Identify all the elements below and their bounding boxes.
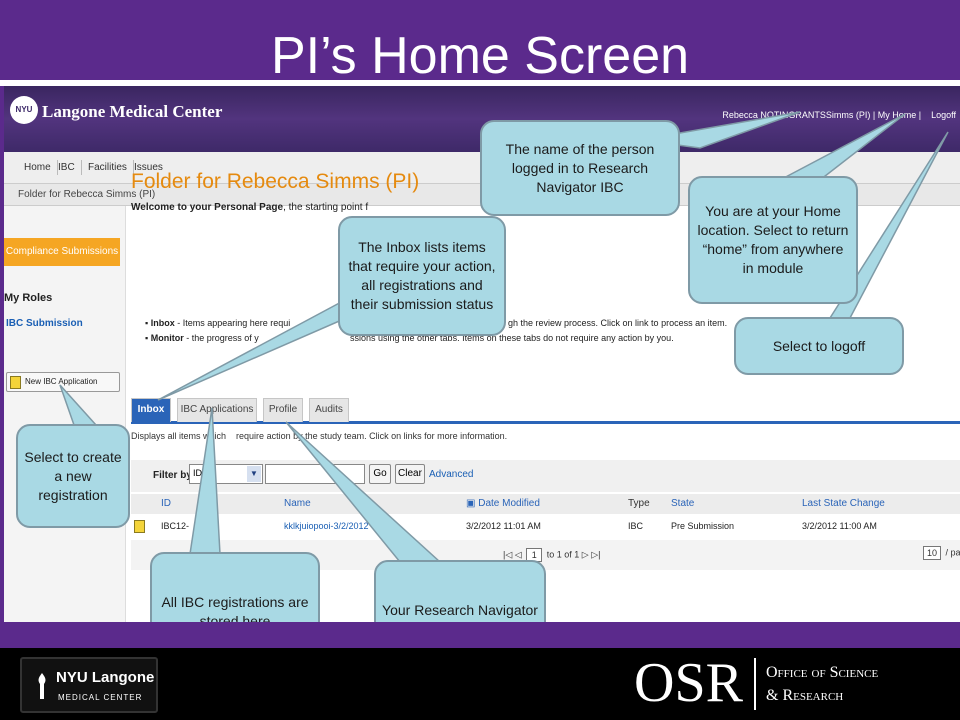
monitor-bullet-text: - the progress of y	[183, 333, 259, 343]
tab-audits[interactable]: Audits	[309, 398, 349, 422]
column-date-modified[interactable]: ▣ Date Modified	[466, 498, 540, 509]
new-ibc-application-button[interactable]: New IBC Application	[6, 372, 120, 392]
table-header: ID Name ▣ Date Modified Type State Last …	[131, 494, 960, 514]
monitor-bullet-tail: ssions using the other tabs. Items on th…	[350, 333, 674, 343]
page-number-input[interactable]: 1	[526, 548, 543, 562]
inbox-bullet-tail: gh the review process. Click on link to …	[508, 318, 728, 328]
callout-new-registration: Select to create a new registration	[16, 424, 130, 528]
tab-profile[interactable]: Profile	[263, 398, 303, 422]
osr-wordmark: OSR	[634, 652, 743, 714]
filter-select-value: ID	[193, 468, 202, 478]
page-size: 10 / page	[921, 546, 960, 560]
pager-next-icons[interactable]: ▷ ▷|	[581, 549, 601, 560]
folder-title: Folder for Rebecca Simms (PI)	[131, 170, 420, 193]
table-row: IBC12- kklkjuiopooi-3/2/2012 3/2/2012 11…	[131, 516, 960, 538]
welcome-bold: Welcome to your Personal Page	[131, 202, 284, 213]
column-id[interactable]: ID	[161, 498, 171, 509]
welcome-rest: , the starting point f	[283, 202, 369, 213]
user-links: Rebecca NOTINGRANTSSimms (PI) | My Home …	[722, 110, 956, 120]
tab-bar: Inbox IBC Applications Profile Audits	[131, 398, 960, 424]
document-icon	[134, 520, 145, 533]
footer-logo-line2: MEDICAL CENTER	[58, 693, 143, 702]
pager-prev-icons[interactable]: |◁ ◁	[503, 549, 522, 560]
column-date-modified-label: Date Modified	[478, 498, 540, 509]
row-state: Pre Submission	[671, 521, 735, 531]
osr-line2: & Research	[766, 687, 844, 704]
pager-controls: |◁ ◁ 1 to 1 of 1 ▷ ▷|	[503, 548, 600, 562]
tab-description-end: require action by the study team. Click …	[236, 431, 508, 441]
welcome-text: Welcome to your Personal Page, the start…	[131, 202, 368, 213]
ibc-submission-role-link[interactable]: IBC Submission	[6, 318, 83, 329]
inbox-bullet-text: - Items appearing here requi	[174, 318, 291, 328]
column-type[interactable]: Type	[628, 498, 650, 509]
callout-home: You are at your Home location. Select to…	[688, 176, 858, 304]
callout-user-name: The name of the person logged in to Rese…	[480, 120, 680, 216]
my-roles-heading: My Roles	[4, 292, 53, 304]
page-size-input[interactable]: 10	[923, 546, 941, 560]
slide-header-band	[0, 0, 960, 80]
filter-bar: Filter by ID ▼ Go Clear Advanced	[131, 460, 960, 492]
tab-description: Displays all items which require action …	[131, 431, 507, 441]
app-logo-text: Langone Medical Center	[42, 102, 223, 121]
slide-title: PI’s Home Screen	[270, 27, 690, 85]
my-home-link[interactable]: My Home	[877, 110, 917, 120]
logged-in-user-name: Rebecca NOTINGRANTSSimms (PI)	[722, 110, 871, 120]
screenshot-left-edge	[0, 86, 4, 622]
row-date-modified: 3/2/2012 11:01 AM	[466, 521, 541, 531]
slide-footer	[0, 648, 960, 720]
page-size-suffix: / page	[945, 547, 960, 558]
tab-description-start: Displays all items which	[131, 431, 227, 441]
osr-line1: Office of Science	[766, 664, 879, 681]
column-state[interactable]: State	[671, 498, 695, 509]
chevron-down-icon: ▼	[247, 466, 261, 482]
logoff-link[interactable]: Logoff	[931, 110, 956, 120]
column-last-state-change[interactable]: Last State Change	[802, 498, 885, 509]
row-id: IBC12-	[161, 521, 190, 531]
nav-home[interactable]: Home	[18, 160, 58, 175]
callout-inbox: The Inbox lists items that require your …	[338, 216, 506, 336]
advanced-filter-link[interactable]: Advanced	[429, 469, 474, 480]
new-ibc-application-label: New IBC Application	[25, 377, 98, 386]
nav-issues[interactable]: Issues	[134, 162, 163, 173]
nav-facilities[interactable]: Facilities	[82, 160, 134, 175]
link-separator: |	[872, 110, 876, 120]
nav-ibc[interactable]: IBC	[52, 160, 82, 175]
side-panel: Compliance Submissions My Roles IBC Subm…	[4, 206, 126, 622]
slide-bottom-band	[0, 622, 960, 648]
filter-field-select[interactable]: ID ▼	[189, 464, 263, 484]
go-button[interactable]: Go	[369, 464, 391, 484]
document-icon	[10, 376, 21, 389]
link-separator: |	[918, 110, 922, 120]
sort-icon: ▣	[466, 498, 479, 509]
inbox-bullet: ▪ Inbox - Items appearing here requi	[145, 318, 291, 328]
slide-title-rule	[0, 80, 960, 84]
clear-button[interactable]: Clear	[395, 464, 425, 484]
column-name[interactable]: Name	[284, 498, 311, 509]
nyu-langone-logo: NYU Langone MEDICAL CENTER	[20, 657, 158, 713]
callout-logoff: Select to logoff	[734, 317, 904, 375]
footer-logo-line1: NYU Langone	[56, 669, 155, 686]
nyu-logo-icon: NYU	[10, 96, 38, 124]
filter-label: Filter by	[153, 470, 192, 481]
osr-divider	[754, 658, 756, 710]
monitor-bullet-bold: Monitor	[150, 333, 184, 343]
row-name-link[interactable]: kklkjuiopooi-3/2/2012	[284, 521, 369, 531]
monitor-bullet: ▪ Monitor - the progress of y	[145, 333, 259, 343]
filter-input[interactable]	[265, 464, 365, 484]
torch-icon	[38, 673, 46, 699]
tab-ibc-applications[interactable]: IBC Applications	[177, 398, 257, 422]
tab-inbox[interactable]: Inbox	[131, 398, 171, 422]
inbox-bullet-bold: Inbox	[150, 318, 175, 328]
row-type: IBC	[628, 521, 644, 531]
row-last-state-change: 3/2/2012 11:00 AM	[802, 521, 877, 531]
pager-range: to 1 of 1	[546, 549, 580, 560]
compliance-submissions-button[interactable]: Compliance Submissions	[4, 238, 120, 266]
